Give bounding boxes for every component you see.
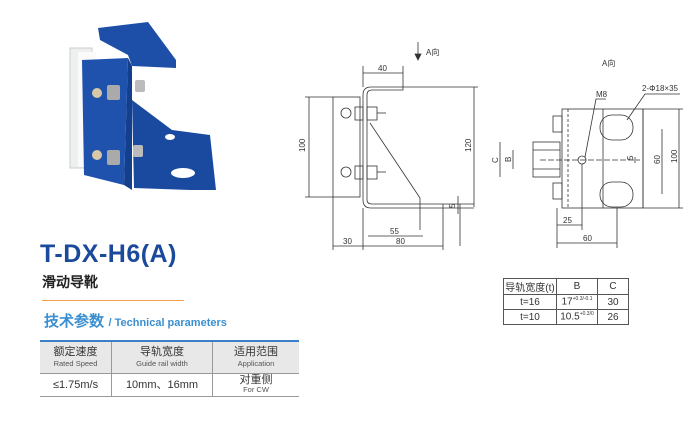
dim-40: 40 [378,64,387,73]
side-view-drawing [305,42,478,250]
dim-5: 5 [448,203,457,208]
dim-25: 25 [563,216,572,225]
dim-120: 120 [464,138,473,152]
dim-30: 30 [343,237,352,246]
dim-60h: 60 [583,234,592,243]
dim-100: 100 [298,138,307,152]
section-title-en: / Technical parameters [108,317,227,329]
product-model: T-DX-H6(A) [40,240,177,268]
section-heading: 技术参数 / Technical parameters [44,310,227,331]
rail-t: t=10 [503,309,557,325]
view-a-labels: A向 M8 2-Φ18×35 C B 5 60 100 25 60 [491,58,679,243]
rail-t: t=16 [503,294,557,310]
rail-b: 10.5+0.3/0 [556,309,598,325]
table-row: t=16 17+0.3/-0.1 30 [503,294,629,310]
rail-header-b: B [556,278,598,295]
m8-label: M8 [596,90,608,99]
table-row: t=10 10.5+0.3/0 26 [503,309,629,325]
rail-width-table: 导轨宽度(t) B C t=16 17+0.3/-0.1 30 t=10 10.… [503,278,629,325]
dim-60v: 60 [653,155,662,164]
slots-label: 2-Φ18×35 [642,84,679,93]
view-a-title: A向 [602,58,615,68]
dim-55: 55 [390,227,399,236]
dim-5b: 5 [626,155,635,160]
rail-b: 17+0.3/-0.1 [556,294,598,310]
product-photo [69,22,216,190]
view-a-label: A向 [426,47,439,57]
rail-width-value: 10mm、16mm [111,373,213,397]
dim-100b: 100 [670,149,679,163]
view-a-drawing [499,93,683,248]
speed-value: ≤1.75m/s [40,373,112,397]
dim-80: 80 [396,237,405,246]
rail-header-c: C [597,278,629,295]
section-title-cn: 技术参数 [44,313,105,330]
product-name: 滑动导靴 [42,274,98,290]
dim-b: B [504,157,513,162]
rail-c: 30 [597,294,629,310]
dim-c: C [491,157,500,163]
side-view-labels: A向 40 100 120 5 30 80 55 [298,47,473,246]
divider [42,300,184,301]
rail-header-t: 导轨宽度(t) [503,278,557,295]
rail-c: 26 [597,309,629,325]
